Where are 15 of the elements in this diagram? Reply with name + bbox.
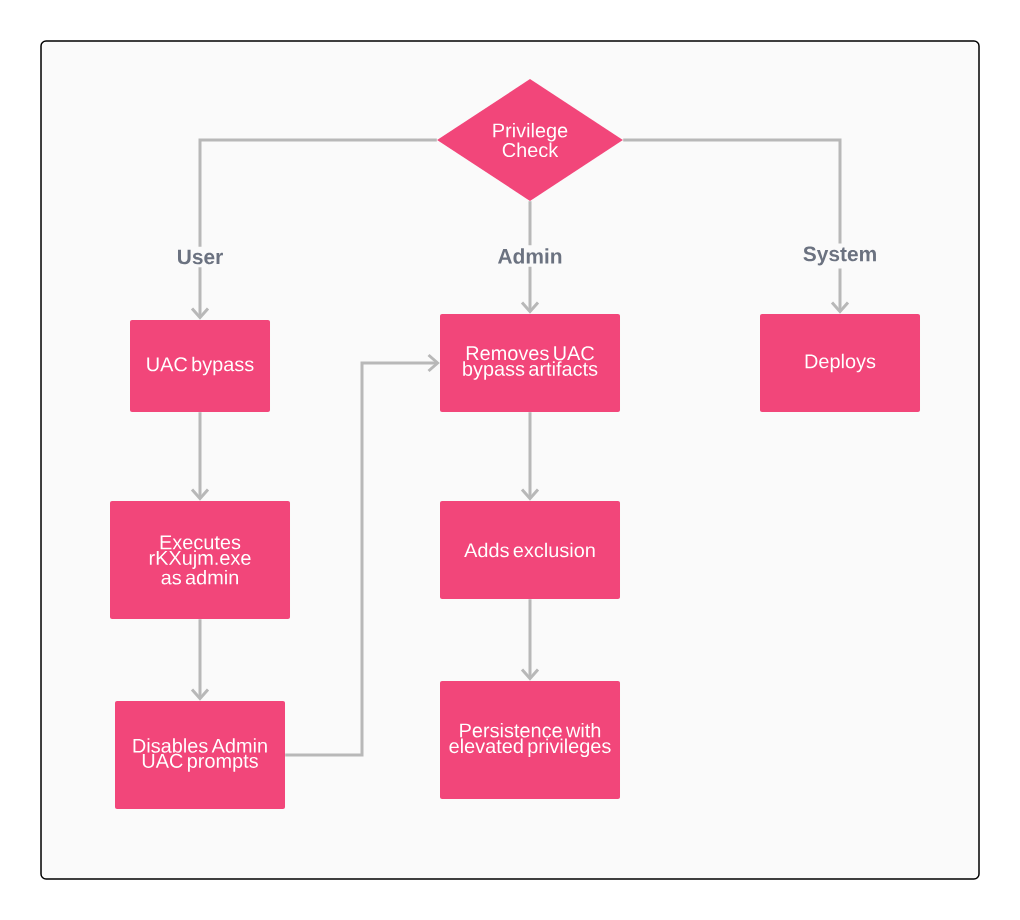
- arrow: [190, 412, 210, 501]
- process-box: Deploys: [760, 314, 920, 412]
- process-box: UAC bypass: [130, 320, 270, 412]
- process-box: Persistence with elevated privileges: [440, 681, 620, 799]
- process-box: Adds exclusion: [440, 501, 620, 599]
- arrow: [285, 353, 440, 757]
- process-box: Disables Admin UAC prompts: [115, 701, 285, 809]
- arrow: [520, 412, 540, 501]
- arrow: [190, 619, 210, 701]
- arrow: [623, 138, 850, 314]
- process-box: Removes UAC bypass artifacts: [440, 314, 620, 412]
- arrow: [190, 138, 437, 320]
- process-box: Executes rKXujm.exe as admin: [110, 501, 290, 619]
- arrow: [520, 599, 540, 681]
- edge-label: Admin: [494, 245, 566, 267]
